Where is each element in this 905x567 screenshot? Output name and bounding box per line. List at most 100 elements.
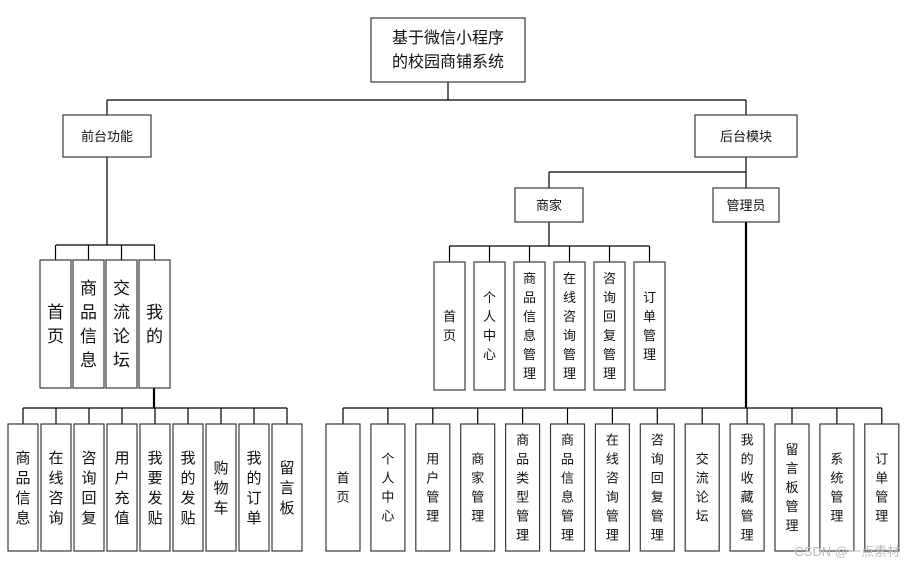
mine-child-item-char: 回 [81, 489, 96, 507]
admin-node: 管理员 [712, 187, 780, 223]
merchant-child-item-char: 管 [643, 329, 656, 344]
front-level1-item-char: 首 [47, 303, 64, 323]
merchant-child-item-char: 中 [483, 329, 496, 344]
admin-child-item-char: 藏 [741, 491, 754, 506]
admin-child-item-char: 咨 [606, 472, 619, 487]
watermark: CSDN @一点素材 [794, 544, 900, 559]
admin-child-item-char: 理 [561, 529, 574, 544]
merchant-child-item-char: 理 [643, 348, 656, 363]
admin-child-item-char: 品 [561, 453, 574, 468]
merchant-child-item-char: 页 [443, 329, 456, 344]
merchant-child-item-char: 人 [483, 310, 496, 325]
admin-child-item-char: 首 [336, 472, 349, 487]
front-level1-item-char: 坛 [113, 351, 130, 371]
admin-child-item: 首页 [325, 423, 361, 552]
admin-child-item-char: 用 [426, 453, 439, 468]
mine-child-item-char: 贴 [180, 509, 195, 527]
admin-child-item-char: 心 [381, 510, 394, 525]
merchant-child-item-char: 咨 [563, 310, 576, 325]
merchant-child-item-char: 理 [603, 367, 616, 382]
merchant-child-item-char: 询 [603, 291, 616, 306]
connector-lines [22, 82, 883, 424]
admin-child-item-char: 商 [516, 434, 529, 449]
front-node: 前台功能 [62, 114, 152, 158]
mine-child-item-char: 商 [15, 449, 30, 467]
merchant-child-item-char: 心 [483, 348, 496, 363]
admin-child-item-char: 品 [516, 453, 529, 468]
admin-child-item-char: 理 [785, 519, 798, 534]
admin-children-group: 首页个人中心用户管理商家管理商品类型管理商品信息管理在线咨询管理咨询回复管理交流… [325, 423, 900, 552]
front-level1-item-char: 流 [113, 303, 130, 323]
admin-child-item-char: 交 [696, 452, 709, 468]
merchant-child-item-char: 复 [603, 329, 616, 344]
admin-child-item-char: 管 [516, 510, 529, 525]
admin-child-item-char: 系 [830, 453, 843, 468]
admin-child-item-char: 理 [426, 510, 439, 525]
admin-child-item-char: 类 [516, 472, 529, 487]
admin-child-item-char: 询 [651, 453, 664, 468]
merchant-child-item-char: 理 [563, 367, 576, 382]
mine-child-item-char: 板 [279, 499, 294, 517]
mine-child-item-char: 物 [213, 479, 228, 497]
merchant-child-item: 首页 [433, 261, 466, 391]
admin-label: 管理员 [726, 199, 765, 214]
admin-child-item-char: 管 [471, 491, 484, 506]
back-node: 后台模块 [694, 114, 798, 158]
admin-child-item-char: 复 [651, 491, 664, 506]
merchant-child-item-char: 商 [523, 272, 536, 287]
front-level1-item-char: 我 [146, 303, 163, 323]
merchant-child-item-char: 管 [523, 348, 536, 363]
merchant-child-item-char: 回 [603, 310, 616, 325]
mine-child-item-char: 询 [81, 469, 96, 487]
mine-child-item-char: 我 [147, 449, 162, 467]
admin-child-item-char: 页 [336, 491, 349, 506]
admin-child-item-char: 收 [741, 472, 754, 487]
mine-child-item-char: 询 [48, 509, 63, 527]
front-level1-item: 我的 [138, 259, 171, 389]
mine-child-item-char: 用 [114, 449, 129, 467]
mine-child-item-char: 贴 [147, 509, 162, 527]
admin-child-item-char: 在 [606, 434, 619, 449]
merchant-child-item-char: 订 [643, 291, 656, 306]
mine-child-item-char: 我 [180, 449, 195, 467]
merchant-child-item-char: 首 [443, 310, 456, 325]
merchant-child-item-char: 询 [563, 329, 576, 344]
merchant-child-item-char: 单 [643, 310, 656, 325]
admin-child-item-char: 商 [561, 434, 574, 449]
front-level1-item-char: 品 [80, 303, 97, 323]
admin-child-item-char: 流 [696, 472, 709, 487]
admin-child-item-char: 线 [606, 453, 619, 468]
admin-child-item-char: 理 [830, 510, 843, 525]
admin-child-item-char: 单 [875, 472, 888, 487]
mine-child-item-char: 的 [180, 469, 195, 487]
admin-child-item-char: 息 [561, 490, 574, 506]
admin-child-item-char: 理 [606, 529, 619, 544]
admin-child-item-char: 管 [606, 510, 619, 525]
mine-child-item-char: 值 [114, 509, 129, 527]
mine-child-item-char: 我 [246, 449, 261, 467]
front-label: 前台功能 [81, 129, 133, 145]
admin-child-item-char: 管 [830, 491, 843, 506]
admin-child-item-char: 管 [651, 510, 664, 525]
admin-child-item-char: 管 [561, 510, 574, 525]
admin-child-item-char: 型 [516, 491, 529, 506]
front-level1-item-char: 页 [47, 327, 64, 347]
admin-child-item-char: 咨 [651, 434, 664, 449]
